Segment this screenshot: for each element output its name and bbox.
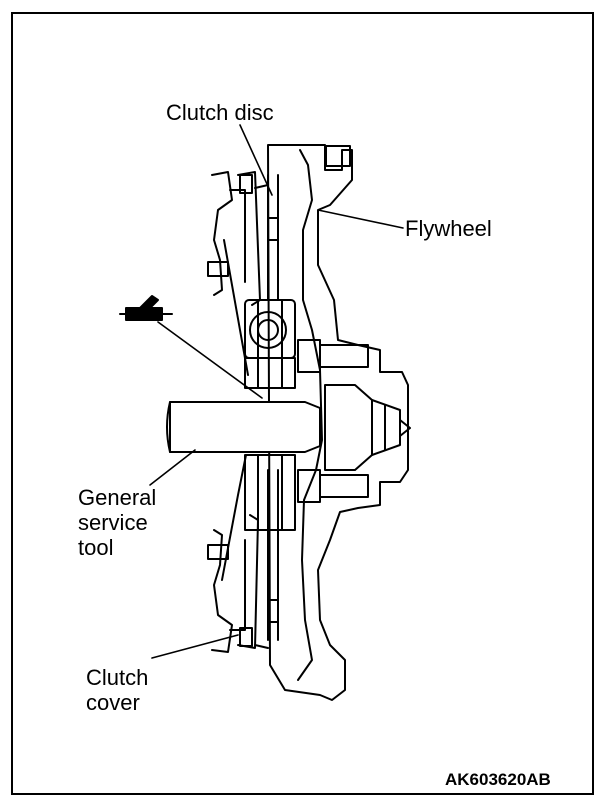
- grease-gun-icon: [119, 295, 173, 321]
- leader-flywheel: [317, 209, 404, 229]
- alignment-tool: [169, 401, 321, 453]
- hub-bearing: [249, 311, 287, 349]
- leader-grease: [157, 321, 263, 399]
- figure-frame: [11, 12, 594, 795]
- disc-hub-upper: [244, 299, 296, 359]
- leader-clutch-cover: [151, 634, 239, 659]
- leader-service-tool: [149, 449, 196, 486]
- label-general-service-tool: General service tool: [78, 485, 157, 560]
- disc-hub-lower: [244, 454, 296, 531]
- label-clutch-cover: Clutch cover: [86, 665, 149, 715]
- clutch-cover: [211, 171, 233, 653]
- figure-code: AK603620AB: [445, 770, 551, 789]
- label-clutch-disc: Clutch disc: [166, 100, 274, 125]
- leader-clutch-disc: [239, 124, 273, 196]
- label-flywheel: Flywheel: [405, 216, 492, 241]
- crankshaft-hub: [324, 384, 401, 471]
